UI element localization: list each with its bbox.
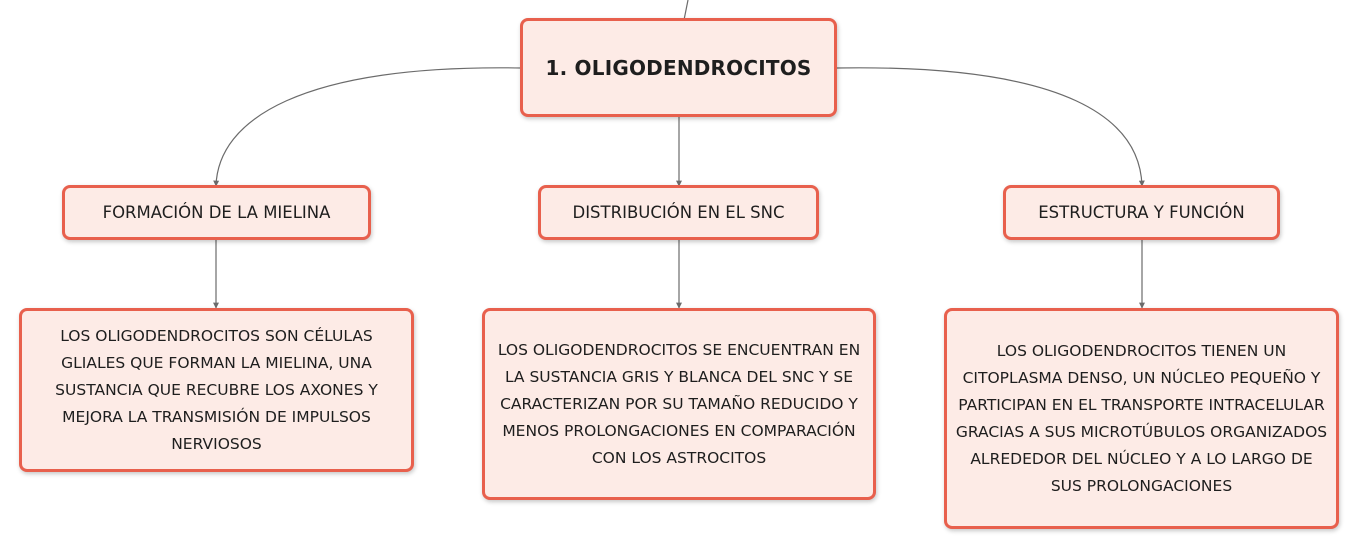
detail-node-text: LOS OLIGODENDROCITOS TIENEN UN CITOPLASM… [955, 341, 1328, 495]
branch-node-mielina[interactable]: FORMACIÓN DE LA MIELINA [62, 185, 371, 240]
branch-node-label: FORMACIÓN DE LA MIELINA [102, 203, 331, 222]
detail-node-text: LOS OLIGODENDROCITOS SE ENCUENTRAN EN LA… [497, 340, 861, 467]
root-node[interactable]: 1. OLIGODENDROCITOS [520, 18, 837, 117]
branch-node-distribucion[interactable]: DISTRIBUCIÓN EN EL SNC [538, 185, 819, 240]
incoming-connector [683, 0, 689, 21]
root-node-label: 1. OLIGODENDROCITOS [545, 55, 812, 80]
detail-node-text: LOS OLIGODENDROCITOS SON CÉLULAS GLIALES… [55, 326, 378, 453]
detail-node-distribucion[interactable]: LOS OLIGODENDROCITOS SE ENCUENTRAN EN LA… [482, 308, 876, 500]
branch-node-estructura[interactable]: ESTRUCTURA Y FUNCIÓN [1003, 185, 1280, 240]
detail-node-estructura[interactable]: LOS OLIGODENDROCITOS TIENEN UN CITOPLASM… [944, 308, 1339, 529]
branch-node-label: ESTRUCTURA Y FUNCIÓN [1038, 203, 1245, 222]
detail-node-mielina[interactable]: LOS OLIGODENDROCITOS SON CÉLULAS GLIALES… [19, 308, 414, 472]
connector-root-to-branch-1 [213, 67, 523, 187]
branch-node-label: DISTRIBUCIÓN EN EL SNC [572, 203, 785, 222]
connector-root-to-branch-3 [835, 67, 1145, 187]
